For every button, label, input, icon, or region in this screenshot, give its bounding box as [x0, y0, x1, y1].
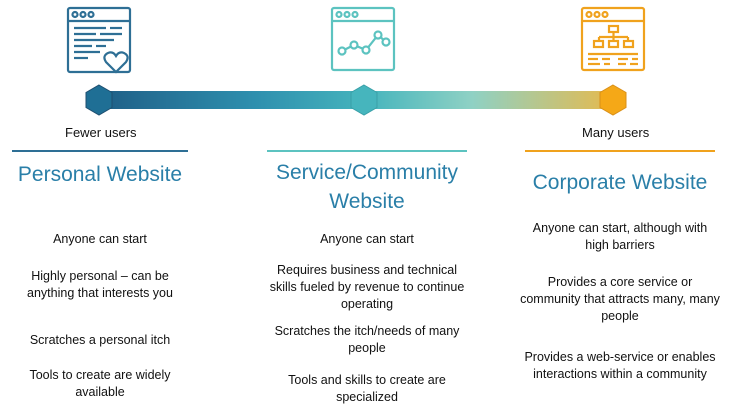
list-item: Anyone can start	[320, 232, 414, 246]
list-item: Requires business and technical skills f…	[269, 263, 465, 311]
column-service-community-website: Service/Community Website	[262, 150, 472, 216]
list-item: Highly personal – can be anything that i…	[27, 269, 173, 300]
list-item: Provides a web-service or enables intera…	[524, 350, 716, 381]
list-item: Anyone can start, although with high bar…	[532, 221, 708, 252]
column-divider	[525, 150, 715, 152]
list-item: Tools and skills to create are specializ…	[288, 373, 446, 404]
list-item: Tools to create are widely available	[29, 368, 171, 399]
column-title: Service/Community Website	[275, 161, 459, 213]
column-personal-website: Personal Website	[10, 150, 190, 188]
list-item: Anyone can start	[53, 232, 147, 246]
list-item: Scratches a personal itch	[29, 333, 171, 347]
list-item: Provides a core service or community tha…	[520, 275, 720, 323]
fewer-users-label: Fewer users	[65, 125, 137, 140]
list-item: Scratches the itch/needs of many people	[274, 324, 460, 355]
website-line-chart-icon	[330, 6, 396, 72]
column-title: Personal Website	[17, 163, 183, 186]
hexagon-marker-left	[85, 84, 113, 116]
column-corporate-website: Corporate Website	[520, 150, 720, 196]
website-org-chart-icon	[580, 6, 646, 72]
website-heart-icon	[66, 6, 132, 74]
hexagon-marker-middle	[350, 84, 378, 116]
column-divider	[267, 150, 467, 152]
column-divider	[12, 150, 188, 152]
many-users-label: Many users	[582, 125, 650, 140]
hexagon-marker-right	[599, 84, 627, 116]
column-title: Corporate Website	[532, 171, 708, 194]
